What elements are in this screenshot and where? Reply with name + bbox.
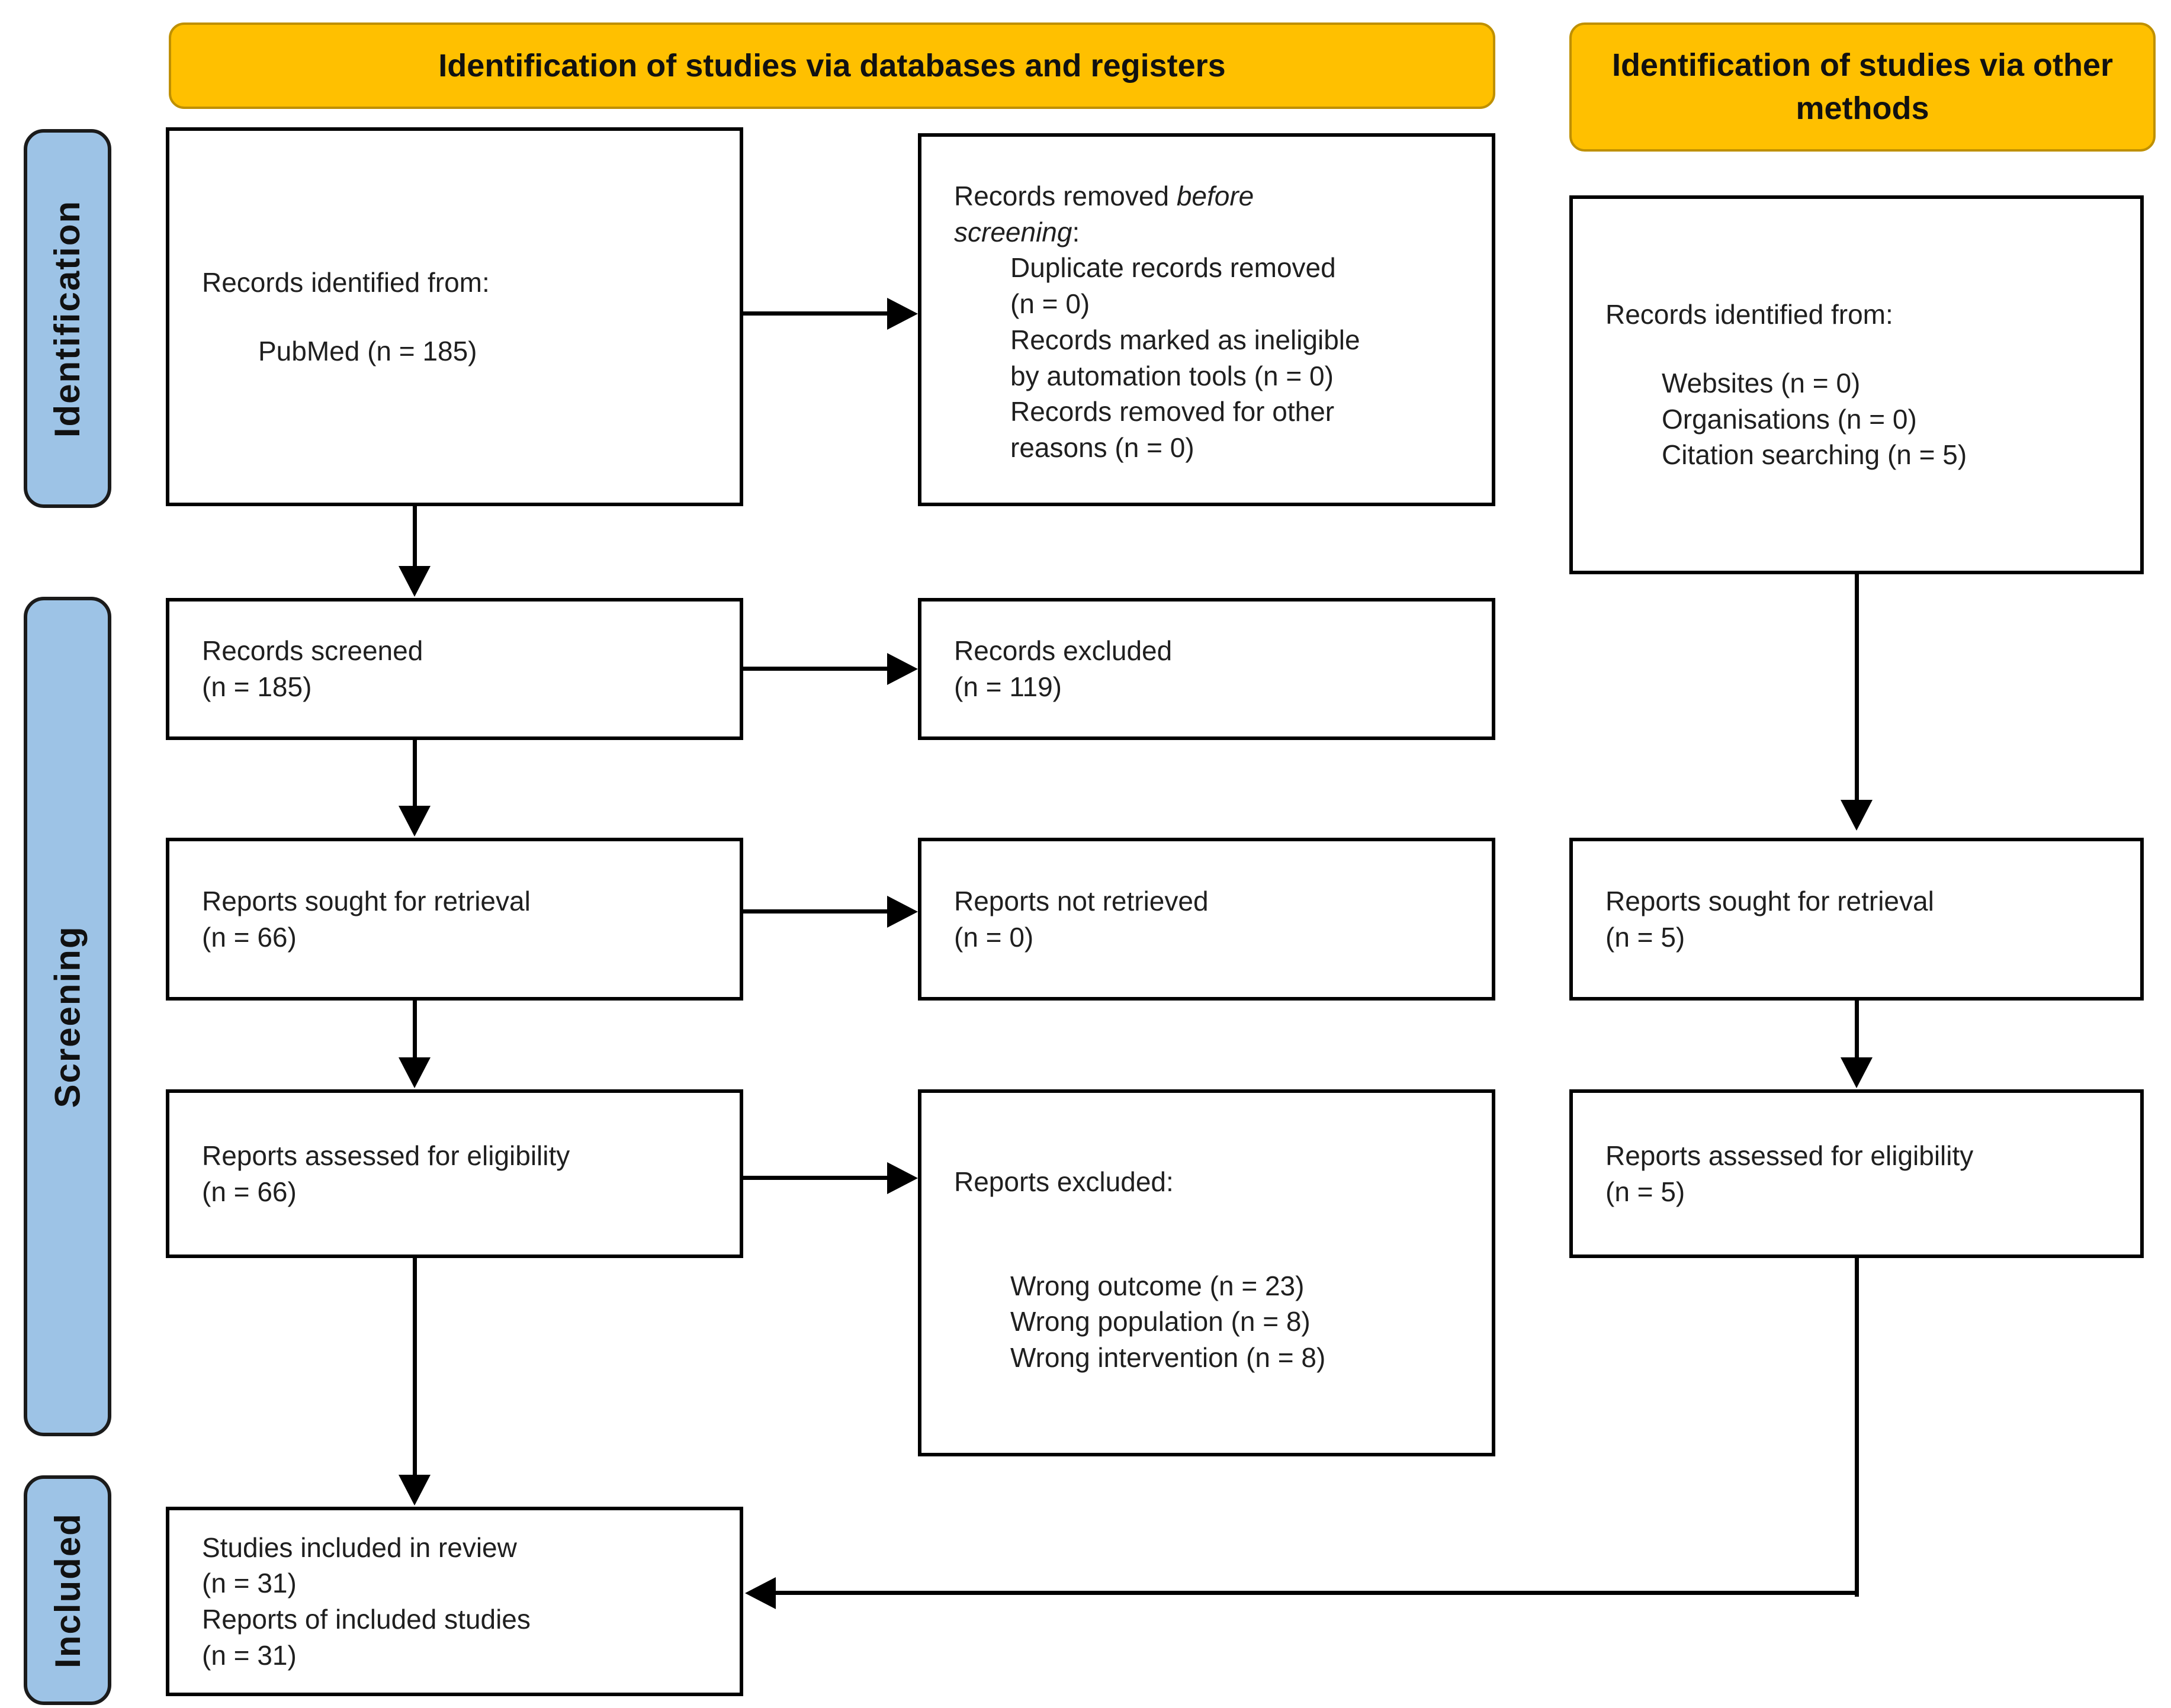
box-records-excluded: Records excluded (n = 119) (918, 598, 1495, 740)
box-records-removed-before-screening: Records removed before screening: Duplic… (918, 133, 1495, 506)
arrow-sought-to-notretrieved-shaft (743, 909, 890, 913)
header-databases-registers-label: Identification of studies via databases … (438, 47, 1226, 83)
box-text: Records screened (n = 185) (202, 635, 423, 702)
arrow-assessed-to-included-shaft (413, 1258, 417, 1476)
box-reports-not-retrieved: Reports not retrieved (n = 0) (918, 838, 1495, 1001)
box-text-items: Wrong outcome (n = 23) Wrong population … (1010, 1270, 1326, 1374)
arrow-sought-to-assessed-head (399, 1057, 431, 1088)
arrow-assessed-other-to-included-vertical (1855, 1258, 1859, 1597)
header-other-methods-label: Identification of studies via other meth… (1611, 47, 2114, 126)
phase-label-identification: Identification (47, 200, 88, 438)
phase-label-included: Included (47, 1512, 88, 1668)
text-italic: screening (954, 216, 1072, 247)
box-text: Reports assessed for eligibility (n = 5) (1605, 1140, 1974, 1207)
arrow-assessed-other-to-included-horizontal (773, 1591, 1859, 1595)
box-reports-sought-databases: Reports sought for retrieval (n = 66) (166, 838, 743, 1001)
arrow-assessed-to-reportsexcluded-head (887, 1162, 918, 1194)
box-reports-sought-other: Reports sought for retrieval (n = 5) (1569, 838, 2144, 1001)
box-text: Reports not retrieved (n = 0) (954, 885, 1209, 953)
arrow-assessed-to-included-head (399, 1475, 431, 1506)
phase-label-screening: Screening (47, 925, 88, 1108)
arrow-sought-to-notretrieved-head (887, 896, 918, 928)
arrow-screened-to-excluded-head (887, 653, 918, 685)
arrow-identified-other-to-sought-shaft (1855, 574, 1859, 802)
box-records-identified-other: Records identified from: Websites (n = 0… (1569, 195, 2144, 574)
phase-pill-screening: Screening (24, 597, 111, 1436)
text-regular: Records removed (954, 181, 1177, 211)
arrow-identified-to-removed-shaft (743, 311, 890, 316)
arrow-assessed-to-reportsexcluded-shaft (743, 1176, 890, 1180)
phase-pill-included: Included (24, 1475, 111, 1705)
box-text-items: PubMed (n = 185) (258, 335, 477, 366)
arrow-identified-other-to-sought-head (1841, 800, 1873, 831)
header-databases-registers: Identification of studies via databases … (169, 22, 1495, 109)
arrow-screened-to-excluded-shaft (743, 667, 890, 671)
box-records-screened: Records screened (n = 185) (166, 598, 743, 740)
box-records-identified-databases: Records identified from: PubMed (n = 185… (166, 127, 743, 506)
box-reports-excluded: Reports excluded: Wrong outcome (n = 23)… (918, 1089, 1495, 1456)
arrow-identified-to-screened-shaft (413, 506, 417, 569)
box-text-intro: Records identified from: (1605, 299, 1893, 330)
box-text-intro: Records identified from: (202, 266, 490, 298)
box-text: Reports sought for retrieval (n = 5) (1605, 885, 1934, 953)
box-text-items: Websites (n = 0) Organisations (n = 0) C… (1662, 367, 1967, 471)
box-reports-assessed-other: Reports assessed for eligibility (n = 5) (1569, 1089, 2144, 1258)
box-text: Records excluded (n = 119) (954, 635, 1173, 702)
arrow-assessed-other-to-included-head (745, 1577, 776, 1609)
box-text: Reports assessed for eligibility (n = 66… (202, 1140, 570, 1207)
arrow-identified-to-screened-head (399, 566, 431, 597)
text-regular: : (1072, 216, 1080, 247)
box-text: Studies included in review (n = 31) Repo… (202, 1532, 531, 1671)
box-text-line2: screening: (954, 214, 1468, 250)
box-text-items: Duplicate records removed (n = 0) Record… (1010, 252, 1360, 464)
header-other-methods: Identification of studies via other meth… (1569, 22, 2156, 152)
box-text-line1: Records removed before (954, 178, 1468, 214)
phase-pill-identification: Identification (24, 129, 111, 508)
arrow-screened-to-sought-shaft (413, 740, 417, 806)
box-text-intro: Reports excluded: (954, 1166, 1174, 1197)
arrow-sought-other-to-assessed-head (1841, 1057, 1873, 1088)
arrow-sought-to-assessed-shaft (413, 1001, 417, 1057)
arrow-identified-to-removed-head (887, 298, 918, 330)
text-italic: before (1176, 181, 1254, 211)
box-text: Reports sought for retrieval (n = 66) (202, 885, 531, 953)
box-studies-included: Studies included in review (n = 31) Repo… (166, 1507, 743, 1696)
box-reports-assessed-databases: Reports assessed for eligibility (n = 66… (166, 1089, 743, 1258)
arrow-screened-to-sought-head (399, 806, 431, 837)
arrow-sought-other-to-assessed-shaft (1855, 1001, 1859, 1057)
